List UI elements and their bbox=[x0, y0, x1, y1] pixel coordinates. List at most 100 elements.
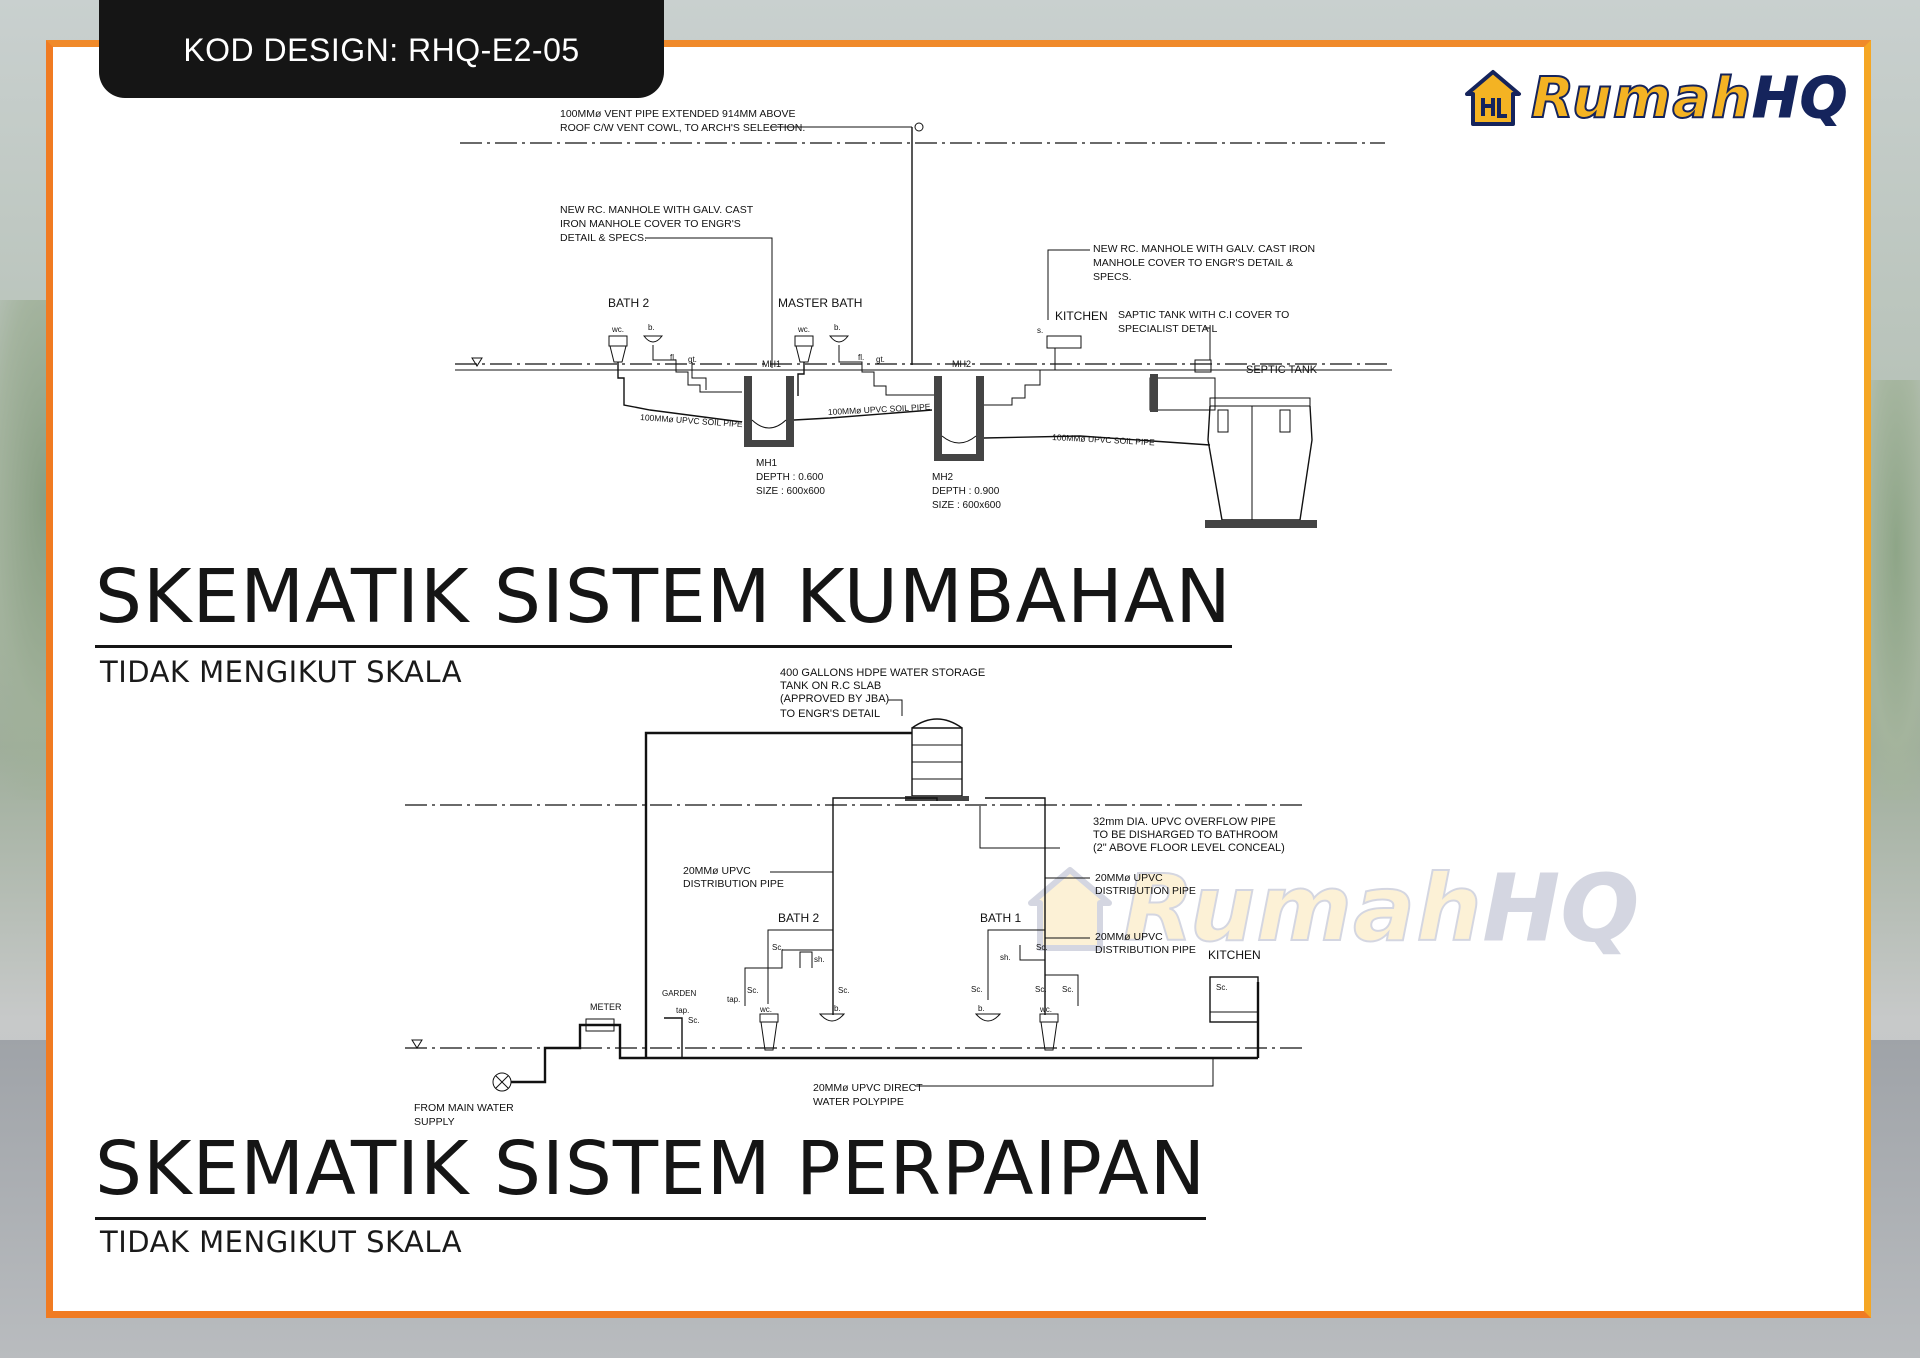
design-code-label: KOD DESIGN: RHQ-E2-05 bbox=[183, 31, 580, 68]
master-basin-icon bbox=[828, 335, 850, 343]
mh2-wall-right bbox=[976, 376, 984, 454]
tank-dome bbox=[911, 718, 963, 729]
brand-logo: RumahHQ bbox=[1463, 63, 1848, 133]
septic-body bbox=[1207, 405, 1313, 521]
bath2-branches: Sc. Sc. Sc. sh. tap. wc. b. bbox=[727, 929, 850, 1051]
mh1-base bbox=[744, 440, 794, 447]
bath2-fixtures: wc. b. fl. gt. bbox=[608, 323, 743, 423]
bath2-soil-run bbox=[617, 362, 743, 423]
manhole2-note-line3: SPECS. bbox=[1093, 271, 1132, 283]
bath1-pipe-label: BATH 1 bbox=[980, 911, 1021, 925]
bath2-basin-icon bbox=[642, 335, 664, 343]
dist-right-line2: DISTRIBUTION PIPE bbox=[1095, 885, 1196, 897]
septic-inlet-chamber bbox=[1149, 377, 1216, 411]
soil-pipe-label-1: 100MMø UPVC SOIL PIPE bbox=[640, 412, 743, 429]
watermark-rumah: Rumah bbox=[1122, 854, 1483, 963]
kitchen-pipe-label: KITCHEN bbox=[1208, 948, 1261, 962]
master-gt-label: gt. bbox=[876, 355, 885, 364]
septic-note-leader bbox=[1205, 327, 1211, 360]
bath1-branch-basin bbox=[987, 929, 1045, 1000]
bath2-gully-run bbox=[691, 362, 707, 390]
bath1-sh-label: sh. bbox=[1000, 953, 1011, 962]
manhole-note-line3: DETAIL & SPECS. bbox=[560, 232, 647, 244]
dist-right2-line2: DISTRIBUTION PIPE bbox=[1095, 944, 1196, 956]
garden-sc-label: Sc. bbox=[688, 1016, 700, 1025]
distribution-pipe-bath2 bbox=[832, 797, 938, 1015]
septic-inlet-pipe bbox=[1217, 409, 1229, 433]
overflow-pipe bbox=[979, 806, 1060, 849]
bath1-branches: sh. Sc. Sc. Sc. Sc. b. wc. bbox=[971, 929, 1079, 1051]
watermark-house-icon bbox=[1028, 866, 1112, 951]
main-valve-cross-2 bbox=[495, 1075, 509, 1089]
drawing-sheet bbox=[46, 40, 1871, 1318]
bath2-shower-riser bbox=[799, 951, 813, 968]
master-bath-label: MASTER BATH bbox=[778, 296, 862, 310]
bath2-pipe-label: BATH 2 bbox=[778, 911, 819, 925]
distribution-pipe-bath1 bbox=[985, 797, 1046, 1015]
garden-label: GARDEN bbox=[662, 989, 696, 998]
garden-tap: GARDEN tap. Sc. bbox=[662, 989, 700, 1058]
bath2-tap-label: tap. bbox=[727, 995, 740, 1004]
tank-note-line3: (APPROVED BY JBA) bbox=[780, 693, 889, 705]
mh2-tag: MH2 bbox=[952, 359, 971, 369]
bath2-waste-run bbox=[652, 345, 742, 393]
ground-level-marker bbox=[471, 357, 483, 367]
vent-note-line2: ROOF C/W VENT COWL, TO ARCH'S SELECTION. bbox=[560, 122, 805, 134]
bath2-wc-cistern bbox=[608, 335, 628, 347]
brand-watermark: RumahHQ bbox=[1025, 854, 1640, 963]
master-fl-label: fl. bbox=[858, 353, 864, 362]
bath1-b-label: b. bbox=[978, 1004, 985, 1013]
dist-right2-line1: 20MMø UPVC bbox=[1095, 931, 1163, 943]
sewerage-scale-note: TIDAK MENGIKUT SKALA bbox=[100, 655, 463, 689]
kitchen-s-label: s. bbox=[1037, 326, 1043, 335]
septic-tank bbox=[1149, 359, 1317, 528]
main-supply-pipe bbox=[511, 1023, 1258, 1084]
mh2-name: MH2 bbox=[932, 472, 954, 483]
mh1-depth: DEPTH : 0.600 bbox=[756, 472, 824, 483]
overflow-note-line1: 32mm DIA. UPVC OVERFLOW PIPE bbox=[1093, 816, 1276, 828]
manhole-1 bbox=[744, 376, 794, 447]
mh2-depth: DEPTH : 0.900 bbox=[932, 486, 1000, 497]
direct-pipe-leader bbox=[915, 1058, 1214, 1087]
overflow-note-line2: TO BE DISHARGED TO BATHROOM bbox=[1093, 829, 1278, 841]
design-code-tab: KOD DESIGN: RHQ-E2-05 bbox=[99, 0, 664, 98]
bath2-sc-3: Sc. bbox=[838, 986, 850, 995]
mh2-size: SIZE : 600x600 bbox=[932, 500, 1001, 511]
bath1-sc-4: Sc. bbox=[1062, 985, 1074, 994]
master-wc-label: wc. bbox=[797, 325, 810, 334]
bath1-branch-tap bbox=[1045, 974, 1079, 1006]
mh1-size: SIZE : 600x600 bbox=[756, 486, 825, 497]
septic-note-line1: SAPTIC TANK WITH C.I COVER TO bbox=[1118, 309, 1289, 321]
sewerage-title: SKEMATIK SISTEM KUMBAHAN bbox=[95, 554, 1232, 648]
mh1-tag: MH1 bbox=[762, 359, 781, 369]
bath2-basin-icon-2 bbox=[818, 1013, 846, 1022]
bath2-gt-label: gt. bbox=[688, 355, 697, 364]
septic-base bbox=[1205, 520, 1317, 528]
ground-level-marker-2 bbox=[411, 1039, 423, 1049]
meter-icon bbox=[585, 1018, 615, 1032]
piping-scale-note: TIDAK MENGIKUT SKALA bbox=[100, 1225, 463, 1259]
manhole-2 bbox=[934, 376, 984, 461]
watermark-text: RumahHQ bbox=[1122, 854, 1640, 963]
kitchen-branch: Sc. bbox=[1209, 976, 1260, 1058]
bath2-b-label: b. bbox=[648, 323, 655, 332]
mh1-channel bbox=[751, 419, 787, 429]
house-icon bbox=[1465, 70, 1521, 126]
garden-tap-label: tap. bbox=[676, 1006, 689, 1015]
garden-tap-pipe bbox=[664, 1017, 683, 1058]
master-b-label: b. bbox=[834, 323, 841, 332]
mh2-base bbox=[934, 454, 984, 461]
mh1-wall-left bbox=[744, 376, 752, 440]
bath1-wc-icon bbox=[1040, 1021, 1058, 1051]
bath2-wc-label: wc. bbox=[611, 325, 624, 334]
manhole-note-leader bbox=[645, 237, 773, 368]
master-bath-fixtures: wc. b. fl. gt. bbox=[793, 323, 934, 421]
main-note-line1: FROM MAIN WATER bbox=[414, 1102, 514, 1114]
piping-title: SKEMATIK SISTEM PERPAIPAN bbox=[95, 1126, 1207, 1220]
main-supply: METER FROM MAIN WATER SUPPLY bbox=[414, 1002, 1258, 1128]
manhole-note-line2: IRON MANHOLE COVER TO ENGR'S bbox=[560, 218, 741, 230]
brand-name: RumahHQ bbox=[1530, 65, 1848, 132]
mh2-channel bbox=[941, 435, 977, 444]
master-to-mh1 bbox=[797, 362, 805, 396]
septic-tank-label: SEPTIC TANK bbox=[1246, 364, 1318, 376]
